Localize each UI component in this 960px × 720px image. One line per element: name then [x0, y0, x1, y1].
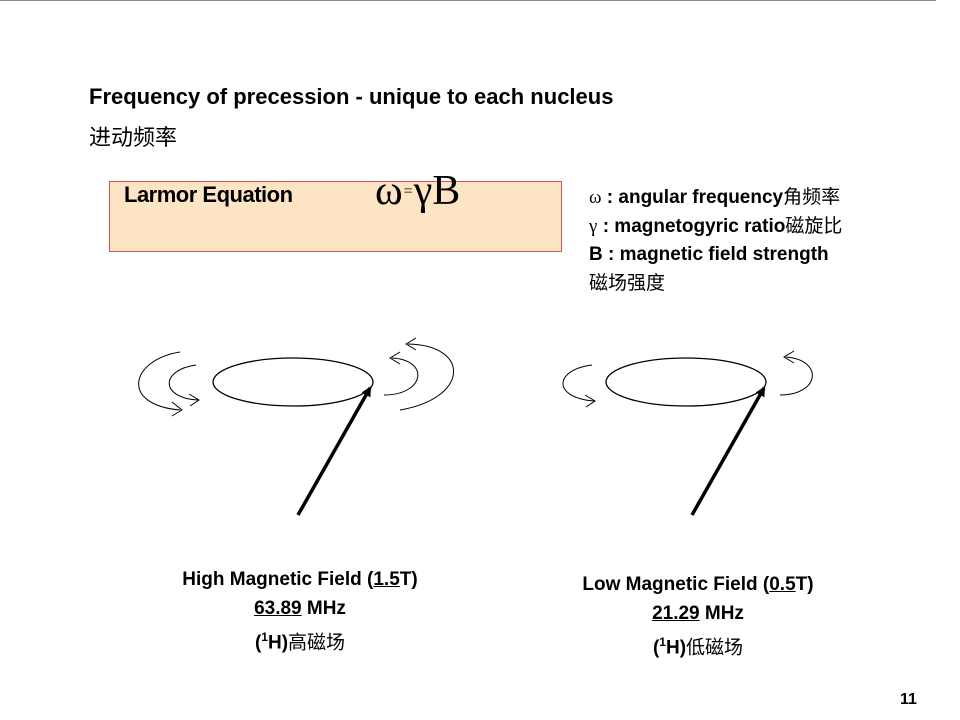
curved-arrow-icon: [383, 351, 419, 396]
vector-arrow-icon: [690, 386, 766, 516]
nucleus-mass: 1: [659, 635, 666, 649]
low-frequency-line: 21.29 MHz: [540, 599, 856, 628]
vector-arrow-icon: [296, 386, 372, 516]
frequency-unit: MHz: [301, 598, 346, 619]
legend-symbol: γ: [589, 216, 598, 237]
equation-lhs: ω: [375, 168, 403, 214]
top-divider: [0, 0, 936, 1]
symbol-legend: ω : angular frequency角频率 γ : magnetogyri…: [589, 183, 842, 298]
larmor-equation-box: Larmor Equation ω=γB: [109, 168, 562, 252]
frequency-value: 63.89: [254, 598, 302, 619]
equation-formula: ω=γB: [375, 167, 460, 215]
caption-suffix: T): [399, 569, 418, 590]
legend-row-omega: ω : angular frequency角频率: [589, 183, 842, 212]
legend-row-b-cn: 磁场强度: [589, 269, 842, 298]
curved-arrow-icon: [562, 364, 596, 408]
precession-orbit: [605, 357, 767, 407]
caption-prefix: Low Magnetic Field (: [582, 574, 770, 595]
field-value: 0.5: [769, 574, 796, 595]
frequency-unit: MHz: [699, 603, 744, 624]
page-number: 11: [900, 691, 917, 708]
legend-cn: 角频率: [783, 186, 841, 208]
nucleus-mass: 1: [261, 630, 268, 644]
curved-arrow-icon: [779, 350, 813, 396]
legend-cn: 磁场强度: [589, 272, 666, 294]
legend-symbol: ω: [589, 187, 602, 208]
equation-label: Larmor Equation: [124, 182, 293, 207]
caption-prefix: High Magnetic Field (: [182, 569, 374, 590]
low-field-line: Low Magnetic Field (0.5T): [540, 570, 856, 599]
frequency-value: 21.29: [652, 603, 700, 624]
equation-sign: =: [403, 183, 413, 200]
high-frequency-line: 63.89 MHz: [140, 594, 460, 623]
legend-row-b: B : magnetic field strength: [589, 241, 842, 269]
high-field-caption: High Magnetic Field (1.5T) 63.89 MHz (1H…: [140, 565, 460, 657]
curved-arrow-icon: [168, 364, 200, 407]
curved-arrow-icon: [399, 337, 454, 411]
legend-cn: 磁旋比: [785, 215, 843, 237]
caption-suffix: T): [795, 574, 814, 595]
high-nucleus-line: (1H)高磁场: [140, 623, 460, 657]
legend-text: : angular frequency: [606, 187, 784, 208]
high-field-line: High Magnetic Field (1.5T): [140, 565, 460, 594]
nucleus-open: (: [652, 637, 660, 659]
curved-arrow-icon: [138, 351, 183, 417]
nucleus-cn: 低磁场: [686, 636, 744, 659]
nucleus-cn: 高磁场: [288, 631, 346, 654]
slide-subtitle: 进动频率: [89, 126, 178, 151]
slide-title: Frequency of precession - unique to each…: [89, 84, 614, 109]
nucleus-close: H): [665, 637, 687, 659]
field-value: 1.5: [373, 569, 400, 590]
legend-text: : magnetogyric ratio: [602, 216, 786, 237]
low-field-diagram: [562, 350, 813, 516]
nucleus-close: H): [267, 632, 289, 654]
low-field-caption: Low Magnetic Field (0.5T) 21.29 MHz (1H)…: [540, 570, 856, 662]
nucleus-open: (: [254, 632, 262, 654]
legend-row-gamma: γ : magnetogyric ratio磁旋比: [589, 212, 842, 241]
high-field-diagram: [138, 337, 454, 516]
low-nucleus-line: (1H)低磁场: [540, 628, 856, 662]
equation-rhs: γB: [413, 168, 461, 214]
precession-orbit: [212, 357, 374, 407]
legend-text: B : magnetic field strength: [589, 244, 829, 265]
